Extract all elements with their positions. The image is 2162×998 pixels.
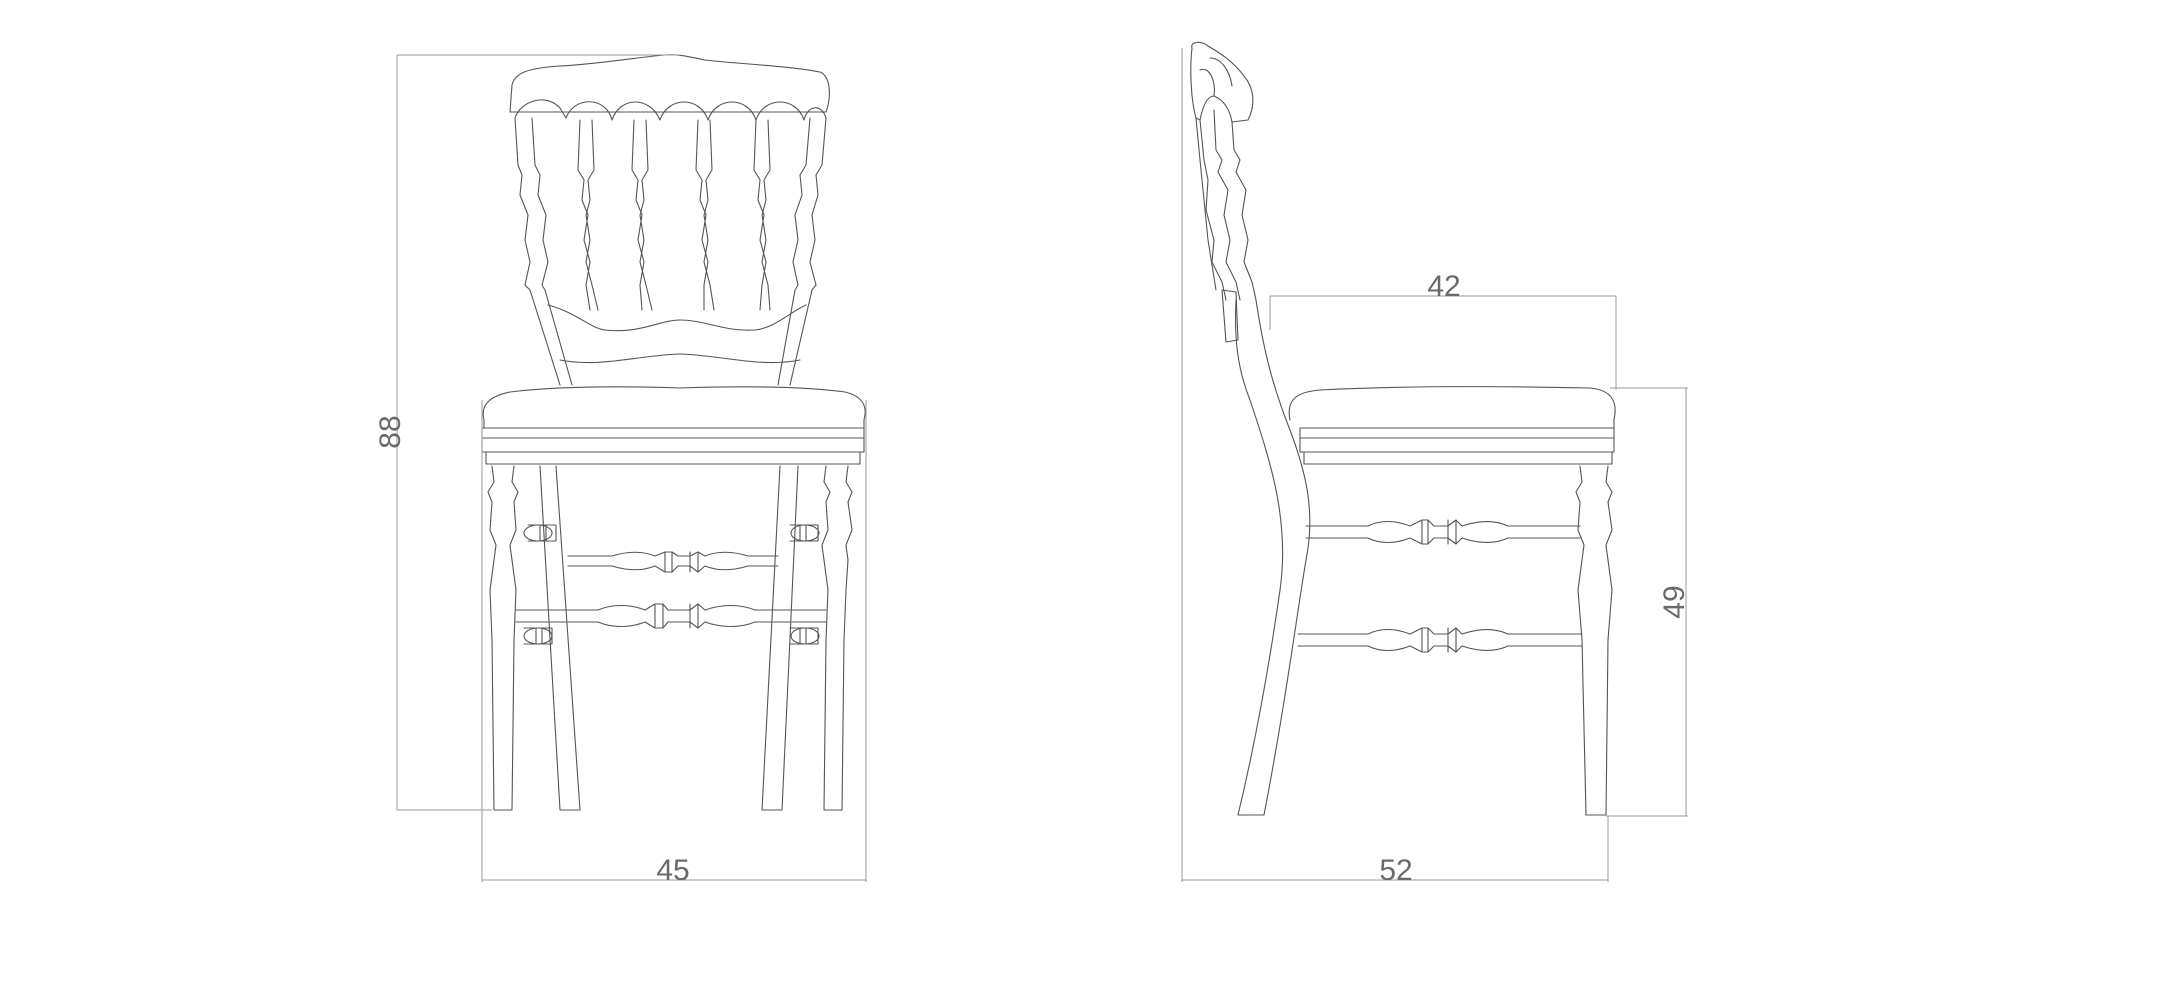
- front-back-arches: [514, 99, 827, 121]
- front-back-lower-rail: [547, 304, 807, 332]
- front-seat-rail-top: [481, 427, 865, 439]
- side-stretcher-upper: [1305, 519, 1581, 545]
- front-back-post-left: [514, 117, 561, 386]
- front-leg-left: [487, 465, 519, 811]
- front-dimensions: [396, 54, 867, 882]
- front-stretcher-collars: [523, 524, 820, 645]
- side-seat-rail-bottom: [1303, 451, 1613, 465]
- side-back-spindle-rear: [1213, 109, 1241, 301]
- side-back-crest: [1190, 41, 1254, 123]
- front-back-crest: [509, 54, 830, 113]
- front-view: [481, 54, 866, 811]
- front-leg-right: [821, 465, 853, 811]
- front-stretcher-upper: [567, 551, 779, 573]
- front-stretcher-lower: [515, 603, 827, 629]
- side-depth-label: 52: [1379, 854, 1412, 887]
- front-back-leg-left: [539, 465, 581, 811]
- front-back-post-left-inner: [531, 117, 573, 386]
- side-seat-cushion: [1288, 386, 1616, 429]
- front-back-leg-right: [761, 465, 799, 811]
- side-stretcher-lower: [1297, 627, 1583, 653]
- side-seat-rail-mid: [1299, 437, 1615, 453]
- side-seat-depth-label: 42: [1427, 270, 1460, 303]
- front-seat-rail-mid: [481, 437, 865, 453]
- front-back-spindles: [577, 119, 771, 311]
- side-seat-rail-top: [1299, 427, 1615, 439]
- front-width-label: 45: [656, 854, 689, 887]
- front-height-label: 88: [374, 415, 407, 448]
- side-seat-height-label: 49: [1658, 585, 1691, 618]
- side-rear-leg: [1234, 299, 1311, 816]
- front-back-post-right: [789, 117, 827, 386]
- side-back-block: [1221, 289, 1239, 343]
- side-front-leg: [1575, 465, 1613, 816]
- side-view: [1190, 41, 1616, 816]
- front-back-post-right-inner: [777, 117, 811, 386]
- front-seat-cushion: [482, 386, 866, 429]
- front-seat-rail-bottom: [485, 451, 861, 465]
- side-back-spindle-front: [1231, 121, 1257, 301]
- side-dimensions: [1181, 48, 1688, 882]
